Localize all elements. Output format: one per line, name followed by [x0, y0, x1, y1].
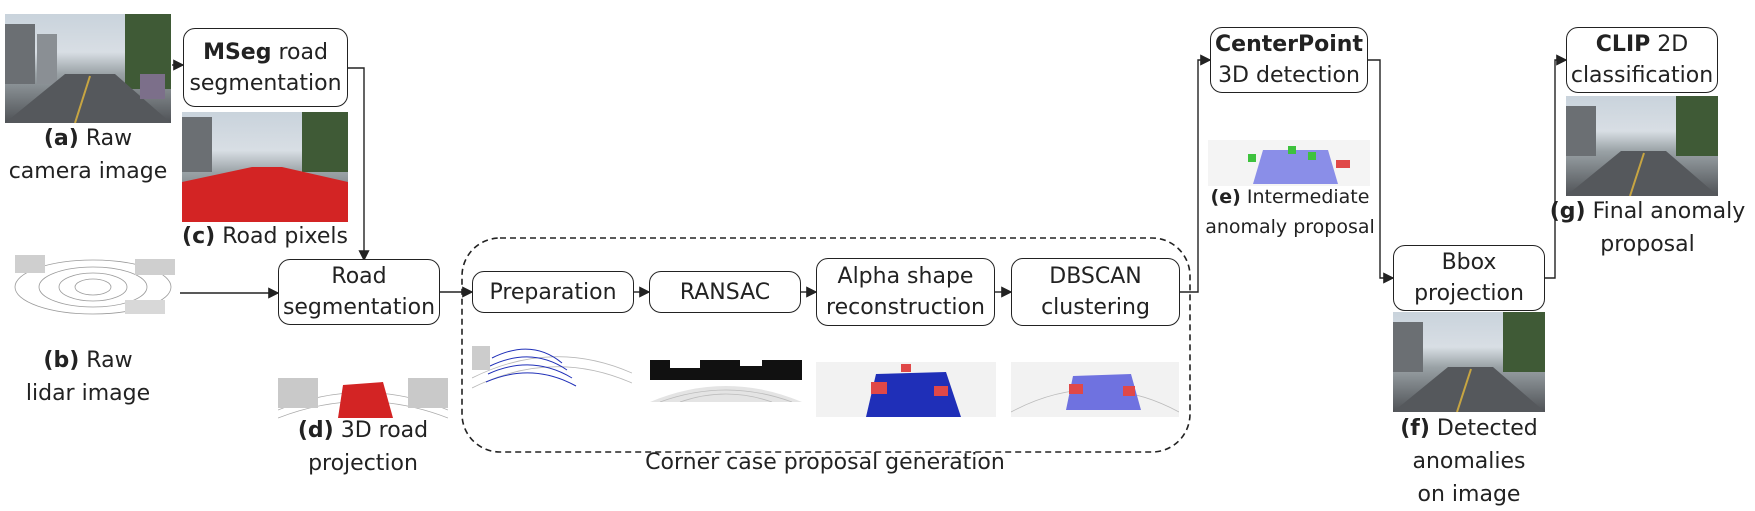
raw-camera-image	[5, 14, 171, 123]
caption-f: (f) Detected anomalies on image	[1400, 416, 1538, 507]
preparation-image	[472, 318, 632, 398]
caption-a: (a) Raw camera image	[8, 126, 168, 184]
detected-anomalies-image	[1393, 312, 1545, 412]
caption-d: (d) 3D road projection	[297, 418, 429, 476]
final-proposal-image	[1566, 96, 1718, 196]
caption-e: (e) Intermediate anomaly proposal	[1205, 186, 1375, 238]
preparation-box: Preparation	[472, 271, 634, 313]
ransac-image	[650, 360, 802, 402]
ransac-box: RANSAC	[649, 271, 801, 313]
road-pixels-image	[182, 112, 348, 222]
intermediate-proposal-image	[1208, 140, 1370, 186]
edge-dbscan-to-centerpoint	[1180, 54, 1212, 293]
proposal-group-frame	[461, 237, 1191, 453]
edge-centerpoint-to-bbox	[1368, 59, 1395, 284]
group-label: Corner case proposal generation	[645, 450, 1005, 475]
edge-bbox-to-clip	[1545, 54, 1568, 279]
raw-lidar-image	[5, 245, 181, 325]
caption-c: (c) Road pixels	[182, 224, 348, 249]
dbscan-image	[1011, 362, 1179, 417]
edge-mseg-to-roadseg	[348, 67, 370, 262]
alpha-shape-image	[816, 362, 996, 417]
caption-b: (b) Raw lidar image	[25, 348, 151, 406]
3d-road-projection-image	[278, 370, 448, 420]
caption-g: (g) Final anomaly proposal	[1549, 199, 1746, 257]
connector-layer	[172, 54, 1568, 453]
